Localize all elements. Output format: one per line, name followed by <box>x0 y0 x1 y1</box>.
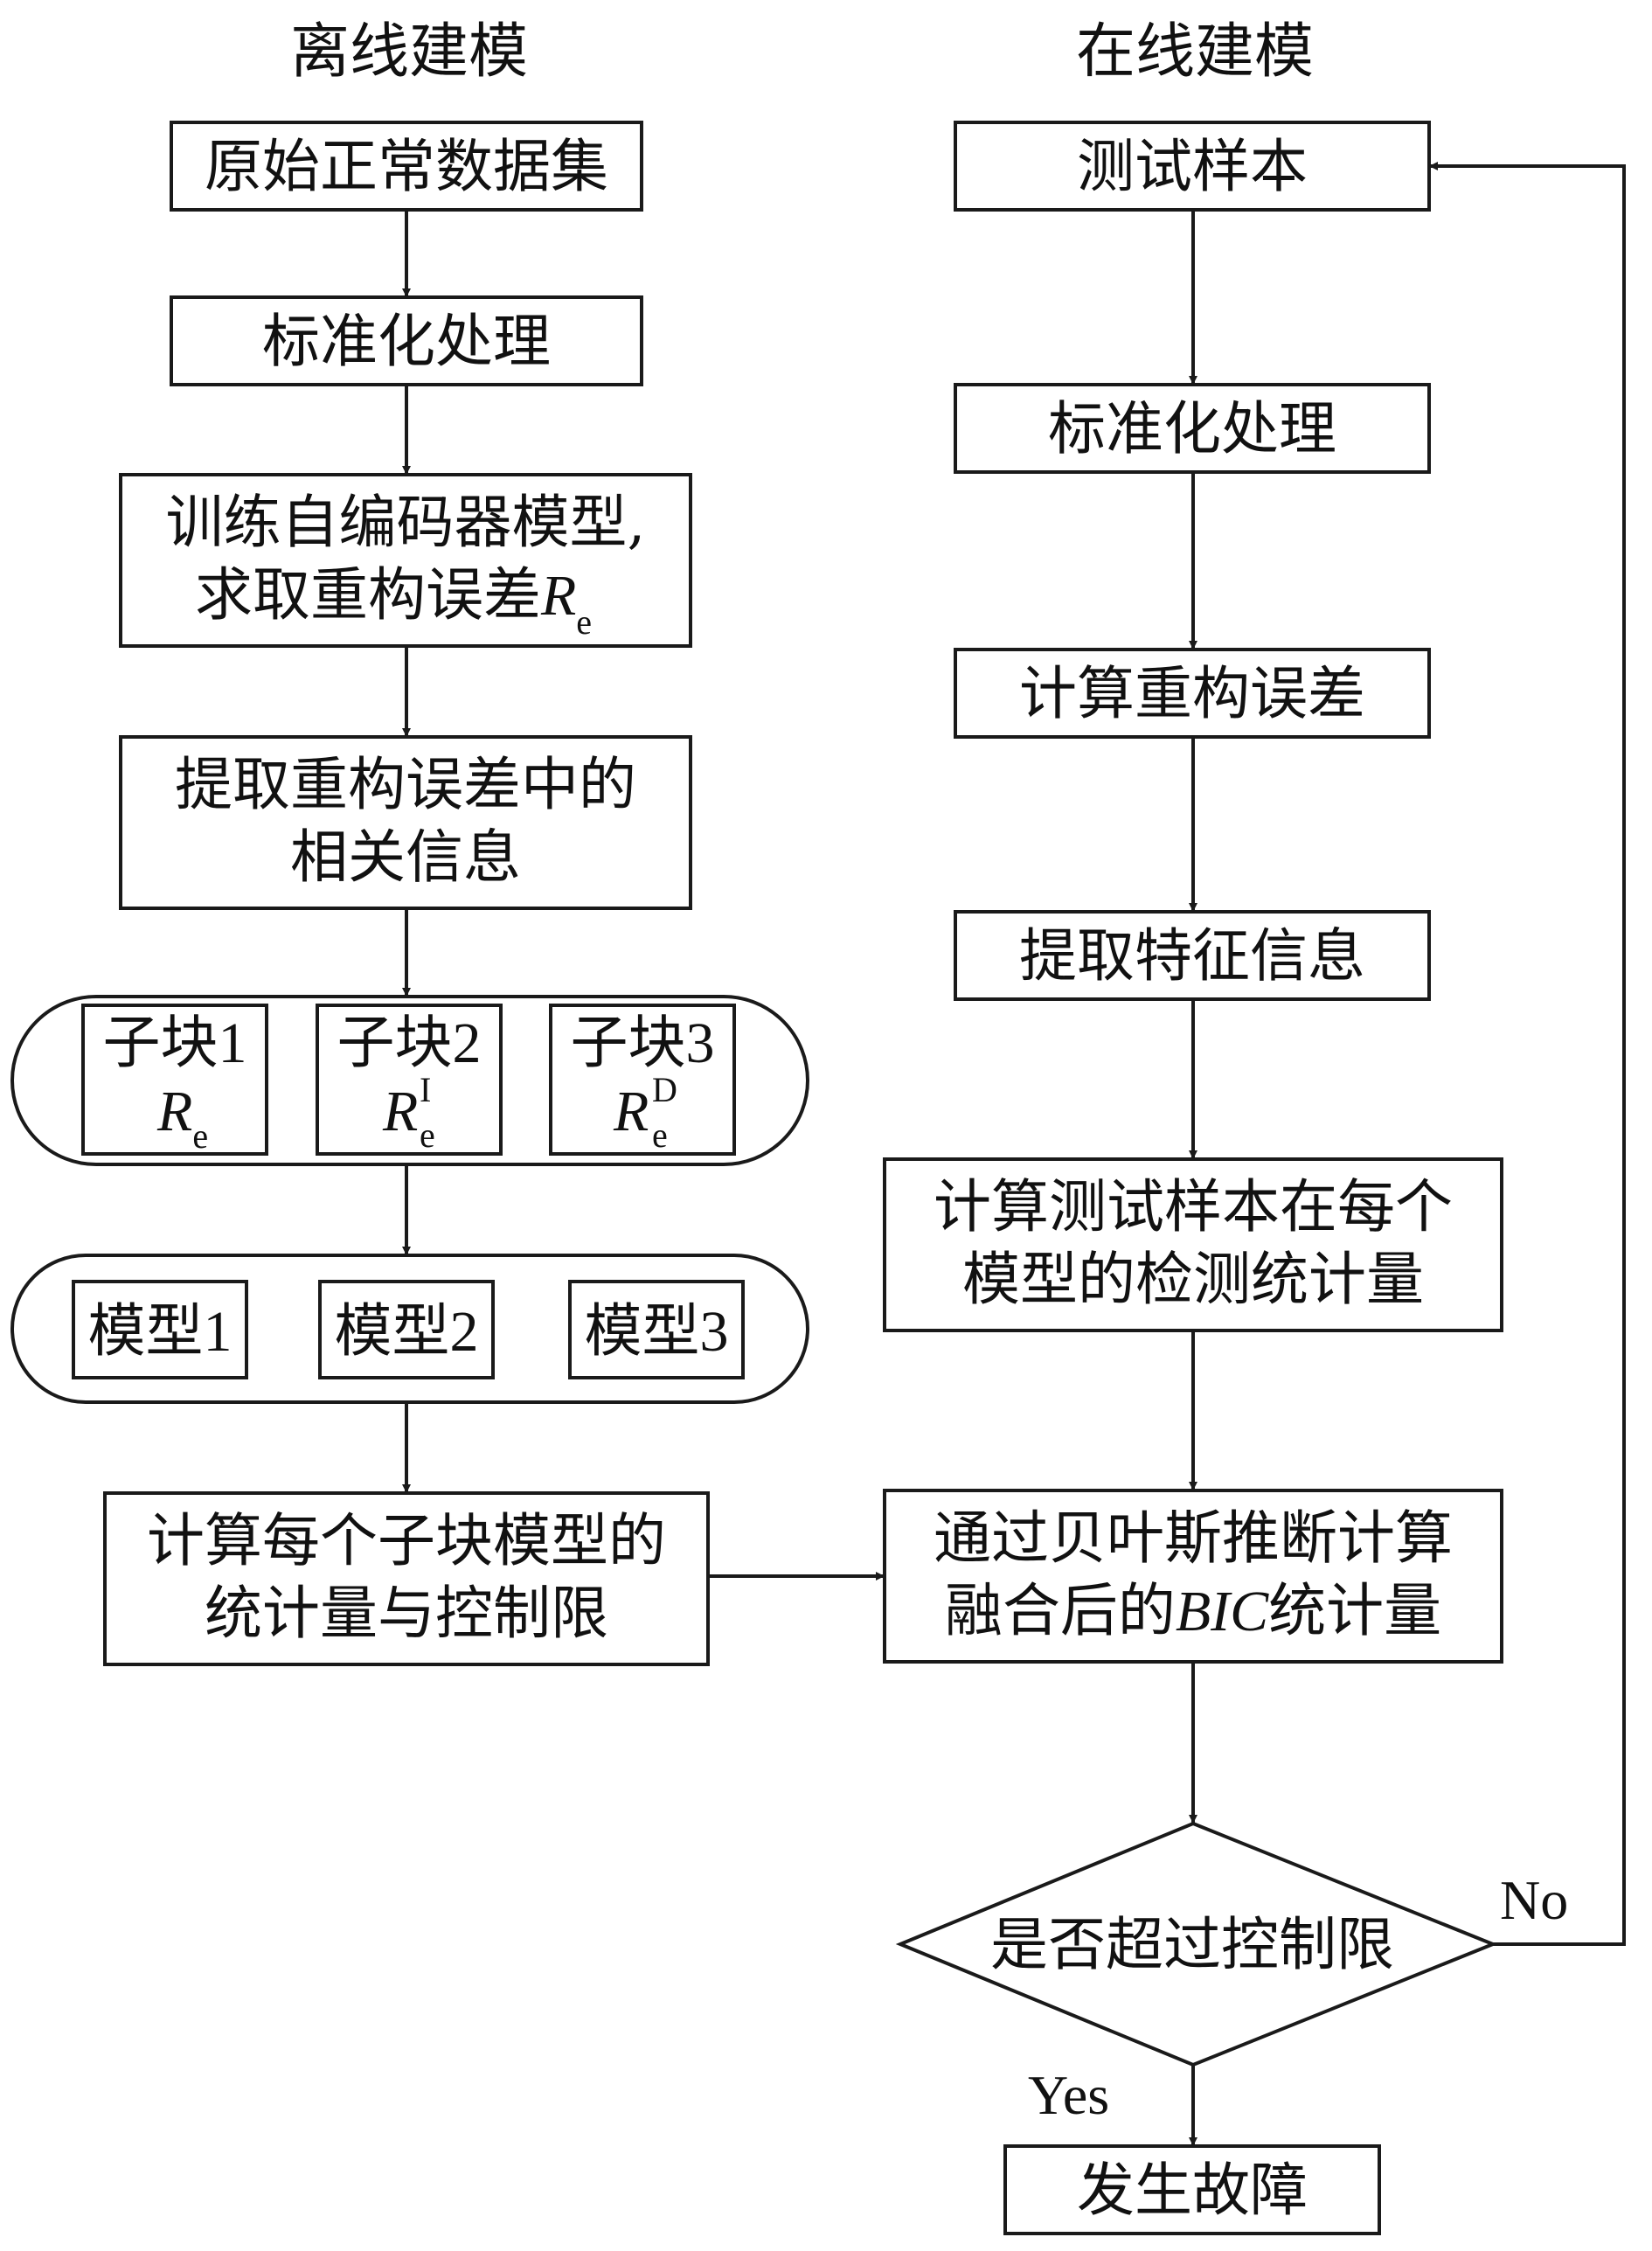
model-3-label: 模型3 <box>585 1300 729 1364</box>
node-detection-stat: 计算测试样本在每个 模型的检测统计量 <box>883 1157 1503 1332</box>
model-group: 模型1 模型2 模型3 <box>10 1254 809 1404</box>
node-extract-info: 提取重构误差中的 相关信息 <box>119 735 692 910</box>
node-test-sample-label: 测试样本 <box>1077 133 1308 200</box>
subblock-2: 子块2 R I e <box>316 1004 503 1156</box>
node-feature-info: 提取特征信息 <box>954 910 1431 1001</box>
subblock-1: 子块1 Re <box>81 1004 268 1156</box>
node-standardize-offline-label: 标准化处理 <box>262 308 551 375</box>
node-stat-line2: 模型的检测统计量 <box>962 1246 1424 1313</box>
node-standardize-online: 标准化处理 <box>954 383 1431 474</box>
node-fault-label: 发生故障 <box>1077 2157 1308 2224</box>
node-feature-info-label: 提取特征信息 <box>1019 922 1365 990</box>
node-fault: 发生故障 <box>1003 2144 1381 2235</box>
node-recon-error: 计算重构误差 <box>954 648 1431 739</box>
node-standardize-offline: 标准化处理 <box>170 295 643 386</box>
subblock-3-sub: e <box>652 1115 668 1155</box>
header-online: 在线建模 <box>1076 17 1314 87</box>
node-train-line1: 训练自编码器模型, <box>166 489 646 556</box>
subblock-2-title: 子块2 <box>337 1011 482 1075</box>
subblock-1-title: 子块1 <box>103 1011 247 1075</box>
edge-label-yes: Yes <box>1028 2064 1109 2126</box>
subblock-3-title: 子块3 <box>571 1011 715 1075</box>
node-bic-line1: 通过贝叶斯推断计算 <box>934 1504 1453 1572</box>
node-raw-data-label: 原始正常数据集 <box>205 133 608 200</box>
node-limits-line2: 统计量与控制限 <box>205 1580 608 1647</box>
node-bic-line2: 融合后的BIC统计量 <box>945 1577 1441 1644</box>
node-test-sample: 测试样本 <box>954 121 1431 212</box>
node-stat-line1: 计算测试样本在每个 <box>934 1173 1453 1240</box>
model-2: 模型2 <box>318 1280 495 1379</box>
node-train-autoencoder: 训练自编码器模型, 求取重构误差Re <box>119 473 692 648</box>
node-raw-data: 原始正常数据集 <box>170 121 643 212</box>
subblock-2-sub: e <box>420 1115 435 1155</box>
model-1-label: 模型1 <box>88 1300 233 1364</box>
node-extract-line1: 提取重构误差中的 <box>175 751 636 818</box>
node-recon-error-label: 计算重构误差 <box>1019 660 1365 727</box>
node-train-line2: 求取重构误差Re <box>195 561 592 642</box>
edges <box>402 162 1626 2146</box>
decision-exceed-limit: 是否超过控制限 <box>895 1821 1498 2067</box>
subblock-3-sup: D <box>652 1070 677 1109</box>
subblock-group: 子块1 Re 子块2 R I e 子块3 R D e <box>10 995 809 1166</box>
node-bic: 通过贝叶斯推断计算 融合后的BIC统计量 <box>883 1489 1503 1664</box>
subblock-2-symbol: R <box>382 1080 418 1143</box>
node-extract-line2: 相关信息 <box>290 823 521 891</box>
node-limits-line1: 计算每个子块模型的 <box>147 1507 666 1574</box>
node-standardize-online-label: 标准化处理 <box>1048 395 1336 462</box>
model-1: 模型1 <box>72 1280 248 1379</box>
edge-label-no: No <box>1500 1869 1568 1931</box>
node-model-limits: 计算每个子块模型的 统计量与控制限 <box>103 1491 710 1666</box>
subblock-3-symbol: R <box>613 1080 649 1143</box>
subblock-1-symbol: Re <box>156 1080 208 1156</box>
model-3: 模型3 <box>568 1280 745 1379</box>
model-2-label: 模型2 <box>335 1300 479 1364</box>
subblock-3: 子块3 R D e <box>549 1004 736 1156</box>
decision-label: 是否超过控制限 <box>990 1911 1394 1978</box>
edge-decision-no-loop <box>1429 162 1626 1946</box>
subblock-2-sup: I <box>420 1070 431 1109</box>
header-offline: 离线建模 <box>290 17 528 87</box>
